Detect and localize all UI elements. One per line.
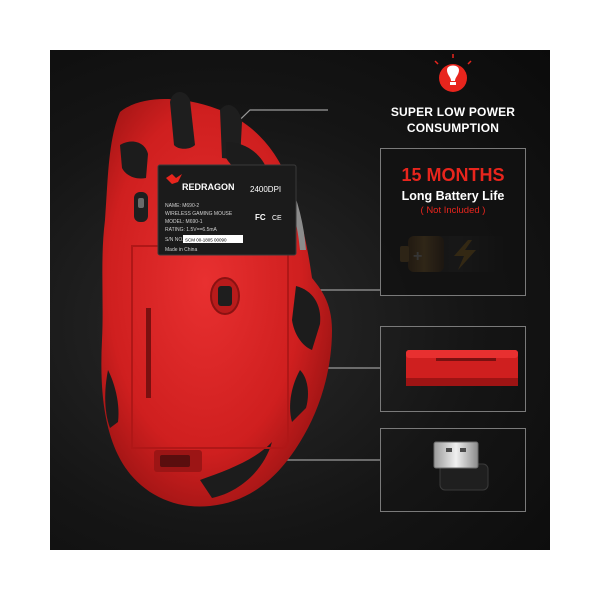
product-image-panel: REDRAGON 2400DPI NAME: M690-2 WIRELESS G…	[50, 50, 550, 550]
battery-cover-box	[380, 326, 526, 412]
mouse-illustration: REDRAGON 2400DPI NAME: M690-2 WIRELESS G…	[101, 54, 518, 507]
label-made-in: Made in China	[165, 247, 197, 253]
not-included-note: ( Not Included )	[420, 205, 486, 216]
label-fc-mark: FC	[255, 213, 266, 222]
battery-cover-image	[406, 350, 518, 386]
label-model: MODEL: M690-1	[165, 219, 203, 225]
power-title-line1: SUPER LOW POWER	[390, 105, 516, 119]
product-label: REDRAGON 2400DPI NAME: M690-2 WIRELESS G…	[157, 164, 297, 256]
power-title-line2: CONSUMPTION	[406, 121, 500, 135]
label-name: NAME: M690-2	[165, 203, 199, 209]
label-sn: S/N NO.	[165, 237, 184, 243]
label-dpi: 2400DPI	[250, 185, 281, 194]
battery-months: 15 MONTHS	[401, 165, 505, 185]
label-rating: RATING: 1.5V==6.5mA	[165, 227, 218, 233]
label-brand: REDRAGON	[182, 182, 235, 192]
power-feature-title: SUPER LOW POWER CONSUMPTION	[368, 104, 538, 136]
label-barcode-text: SCM 00-1805 00090	[185, 238, 227, 243]
redragon-logo-icon	[166, 174, 182, 184]
battery-life-text: Long Battery Life	[401, 189, 505, 203]
mouse-body	[101, 91, 332, 507]
lightbulb-icon	[434, 54, 472, 92]
label-product: WIRELESS GAMING MOUSE	[165, 211, 233, 217]
label-ce-mark: CE	[272, 215, 282, 222]
receiver-box	[380, 428, 526, 512]
usb-receiver-icon	[433, 441, 489, 491]
battery-life-box: 15 MONTHS Long Battery Life ( Not Includ…	[380, 148, 526, 296]
